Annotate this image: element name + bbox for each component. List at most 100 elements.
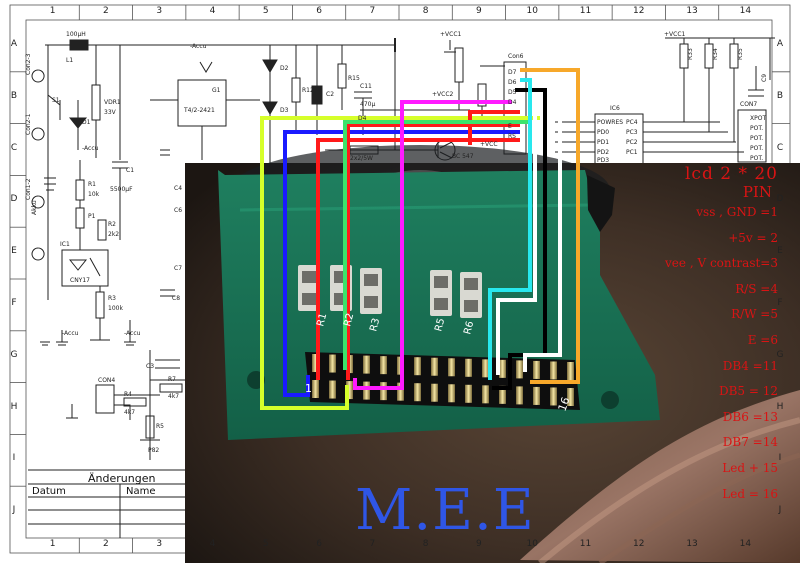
label-con7: CON7 (740, 101, 757, 108)
header-pin (346, 381, 353, 400)
label-con2b: Con2-1 (25, 113, 32, 135)
pin-legend-row: DB5 = 12 (718, 384, 778, 399)
label-r33: R33 (687, 48, 694, 60)
label-p82: P82 (148, 447, 159, 454)
grid-row-label: I (778, 453, 782, 464)
grid-col-label: 6 (316, 539, 322, 549)
label-r1-val: 10k (88, 191, 100, 198)
wire (353, 100, 512, 390)
label-r12: R12 (302, 87, 314, 94)
label-d4b: D4 (508, 99, 517, 106)
solder-pad-hole (302, 271, 316, 283)
label-r3: R3 (108, 295, 116, 302)
solder-pad-hole (464, 300, 478, 312)
label-l1-val: 100µH (66, 31, 86, 38)
header-pin (448, 384, 455, 403)
pin-legend-row: E =6 (747, 332, 778, 347)
grid-col-label: 12 (633, 539, 645, 549)
pin-legend-subtitle: PIN (742, 183, 772, 201)
label-r1: R1 (88, 181, 96, 188)
grid-row-label: C (10, 142, 18, 153)
label-ic1-val: CNY17 (70, 277, 90, 284)
header-pin (380, 382, 387, 401)
label-rs: RS (508, 133, 516, 140)
grid-row-label: I (12, 453, 16, 464)
label-l1: L1 (66, 57, 73, 64)
header-pin (482, 359, 489, 378)
header-pin (465, 384, 472, 403)
label-bc547: BC 547 (452, 153, 474, 160)
grid-col-label: 9 (476, 6, 482, 16)
label-r15: R15 (348, 75, 360, 82)
grid-row-label: H (10, 401, 18, 412)
solder-pad-hole (464, 278, 478, 290)
header-pin (550, 387, 557, 406)
solder-pad-hole (364, 274, 378, 286)
label-con4: CON4 (98, 377, 115, 384)
label-accu4: -Accu (190, 43, 207, 50)
pin-legend-row: R/W =5 (731, 307, 778, 322)
label-r3-val: 100k (108, 305, 123, 312)
label-pc2: PC2 (626, 139, 638, 146)
grid-col-label: 1 (49, 539, 56, 549)
wire (488, 78, 532, 380)
title-block-date: Datum (32, 486, 66, 497)
pad-label: R1 (315, 312, 329, 328)
grid-row-label: D (776, 194, 784, 205)
solder-pad-hole (434, 298, 448, 310)
grid-col-label: 13 (686, 539, 698, 549)
header-pin (533, 360, 540, 379)
header-pin (499, 385, 506, 404)
pin-1-marker: 1 (305, 382, 312, 395)
label-vcc1: +VCC1 (440, 31, 462, 38)
label-c11-val: 470µ (360, 101, 375, 108)
label-pot3: POT. (750, 145, 763, 152)
grid-col-label: 14 (739, 6, 752, 16)
label-ic6: IC6 (610, 105, 620, 112)
grid-col-label: 7 (369, 539, 376, 549)
label-p1: P1 (88, 213, 96, 220)
header-pin (397, 382, 404, 401)
label-r7-val: 4k7 (168, 393, 179, 400)
pin-legend-title: lcd 2 * 20 (685, 164, 778, 184)
label-pd1: PD1 (597, 139, 609, 146)
header-pin (329, 380, 336, 399)
header-pin (482, 385, 489, 404)
label-vcc4: +VCC (480, 141, 498, 148)
grid-row-label: A (776, 38, 784, 49)
grid-row-label: J (778, 505, 782, 516)
grid-row-label: J (12, 505, 16, 516)
grid-row-label: F (11, 297, 17, 308)
label-r4: R4 (124, 391, 132, 398)
label-powres: POWRES (597, 119, 623, 126)
grid-col-label: 1 (49, 6, 56, 16)
label-s1: S1 (52, 97, 60, 104)
label-c11: C11 (360, 83, 372, 90)
grid-col-label: 8 (422, 539, 429, 549)
solder-pad-hole (364, 296, 378, 308)
schematic-labels: 100µH L1 S1 VDR1 33V D1 Con2-3 Con2-1 Co… (25, 31, 768, 454)
pin-16-marker: 16 (556, 395, 573, 413)
title-block-name: Name (126, 486, 156, 497)
pin-legend-row: DB4 =11 (722, 358, 778, 373)
label-r7: R7 (168, 376, 176, 383)
grid-row-label: G (10, 349, 18, 360)
header-pin (329, 354, 336, 373)
label-c8: C8 (172, 295, 180, 302)
header-pin (414, 357, 421, 376)
header-pin (431, 383, 438, 402)
header-pin (516, 360, 523, 379)
header-pin (312, 380, 319, 398)
label-ic1: IC1 (60, 241, 70, 248)
label-pc3: PC3 (626, 129, 638, 136)
header-pin (312, 354, 319, 372)
grid-col-label: 12 (633, 6, 645, 16)
title-block-changes: Änderungen (88, 472, 156, 485)
label-c2: C2 (326, 91, 334, 98)
grid-row-label: B (10, 90, 18, 101)
label-d7: D7 (508, 69, 517, 76)
grid-row-label: G (776, 349, 784, 360)
grid-col-label: 11 (579, 6, 592, 16)
label-pd3: PD3 (597, 157, 609, 164)
label-r4-val: 4k7 (124, 409, 135, 416)
